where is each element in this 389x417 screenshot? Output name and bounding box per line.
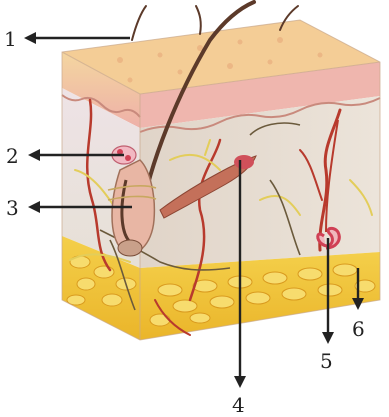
- label-4: 4: [232, 393, 245, 417]
- label-4-arrowhead: [234, 376, 246, 388]
- label-3-arrowhead: [28, 201, 40, 213]
- label-5: 5: [320, 349, 333, 373]
- label-5-arrowhead: [322, 332, 334, 344]
- hair-2: [196, 6, 201, 34]
- label-2: 2: [6, 144, 19, 168]
- label-1: 1: [4, 27, 17, 51]
- label-2-arrowhead: [28, 149, 40, 161]
- label-6: 6: [352, 317, 365, 341]
- label-3: 3: [6, 196, 19, 220]
- hair-1: [132, 6, 146, 40]
- label-1-arrowhead: [24, 32, 36, 44]
- hair-bulb: [118, 240, 142, 256]
